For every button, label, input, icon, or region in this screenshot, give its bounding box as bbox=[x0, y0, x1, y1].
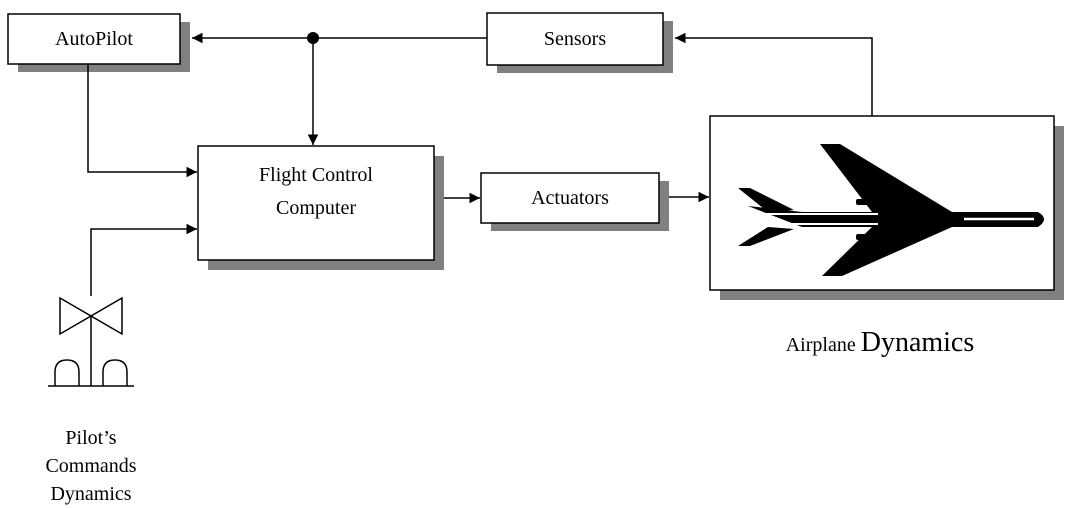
airplane-to-sensors-arrow bbox=[675, 32, 873, 116]
flight-control-computer-block bbox=[197, 145, 444, 270]
sensors-block bbox=[486, 12, 673, 73]
pilot-caption-line1: Pilot’s bbox=[65, 427, 117, 449]
fcc-label-line2: Computer bbox=[276, 197, 356, 219]
pilot-caption-line2: Commands bbox=[45, 455, 137, 477]
airplane-caption-small: Airplane bbox=[785, 334, 856, 356]
autopilot-to-fcc-arrow bbox=[87, 64, 197, 178]
airplane-dynamics-caption: Airplane Dynamics bbox=[730, 327, 1030, 361]
pilot-caption-line3: Dynamics bbox=[50, 483, 132, 505]
autopilot-block bbox=[7, 13, 190, 72]
airplane-icon bbox=[738, 144, 1044, 276]
actuators-block bbox=[480, 172, 669, 231]
airplane-caption-large: Dynamics bbox=[860, 327, 975, 358]
autopilot-label: AutoPilot bbox=[55, 28, 133, 50]
sensors-label: Sensors bbox=[543, 28, 607, 50]
actuators-label: Actuators bbox=[531, 187, 609, 209]
fcc-label-line1: Flight Control bbox=[259, 164, 373, 186]
pilot-control-stick-icon bbox=[48, 296, 134, 387]
pilot-to-fcc-arrow bbox=[90, 223, 197, 296]
